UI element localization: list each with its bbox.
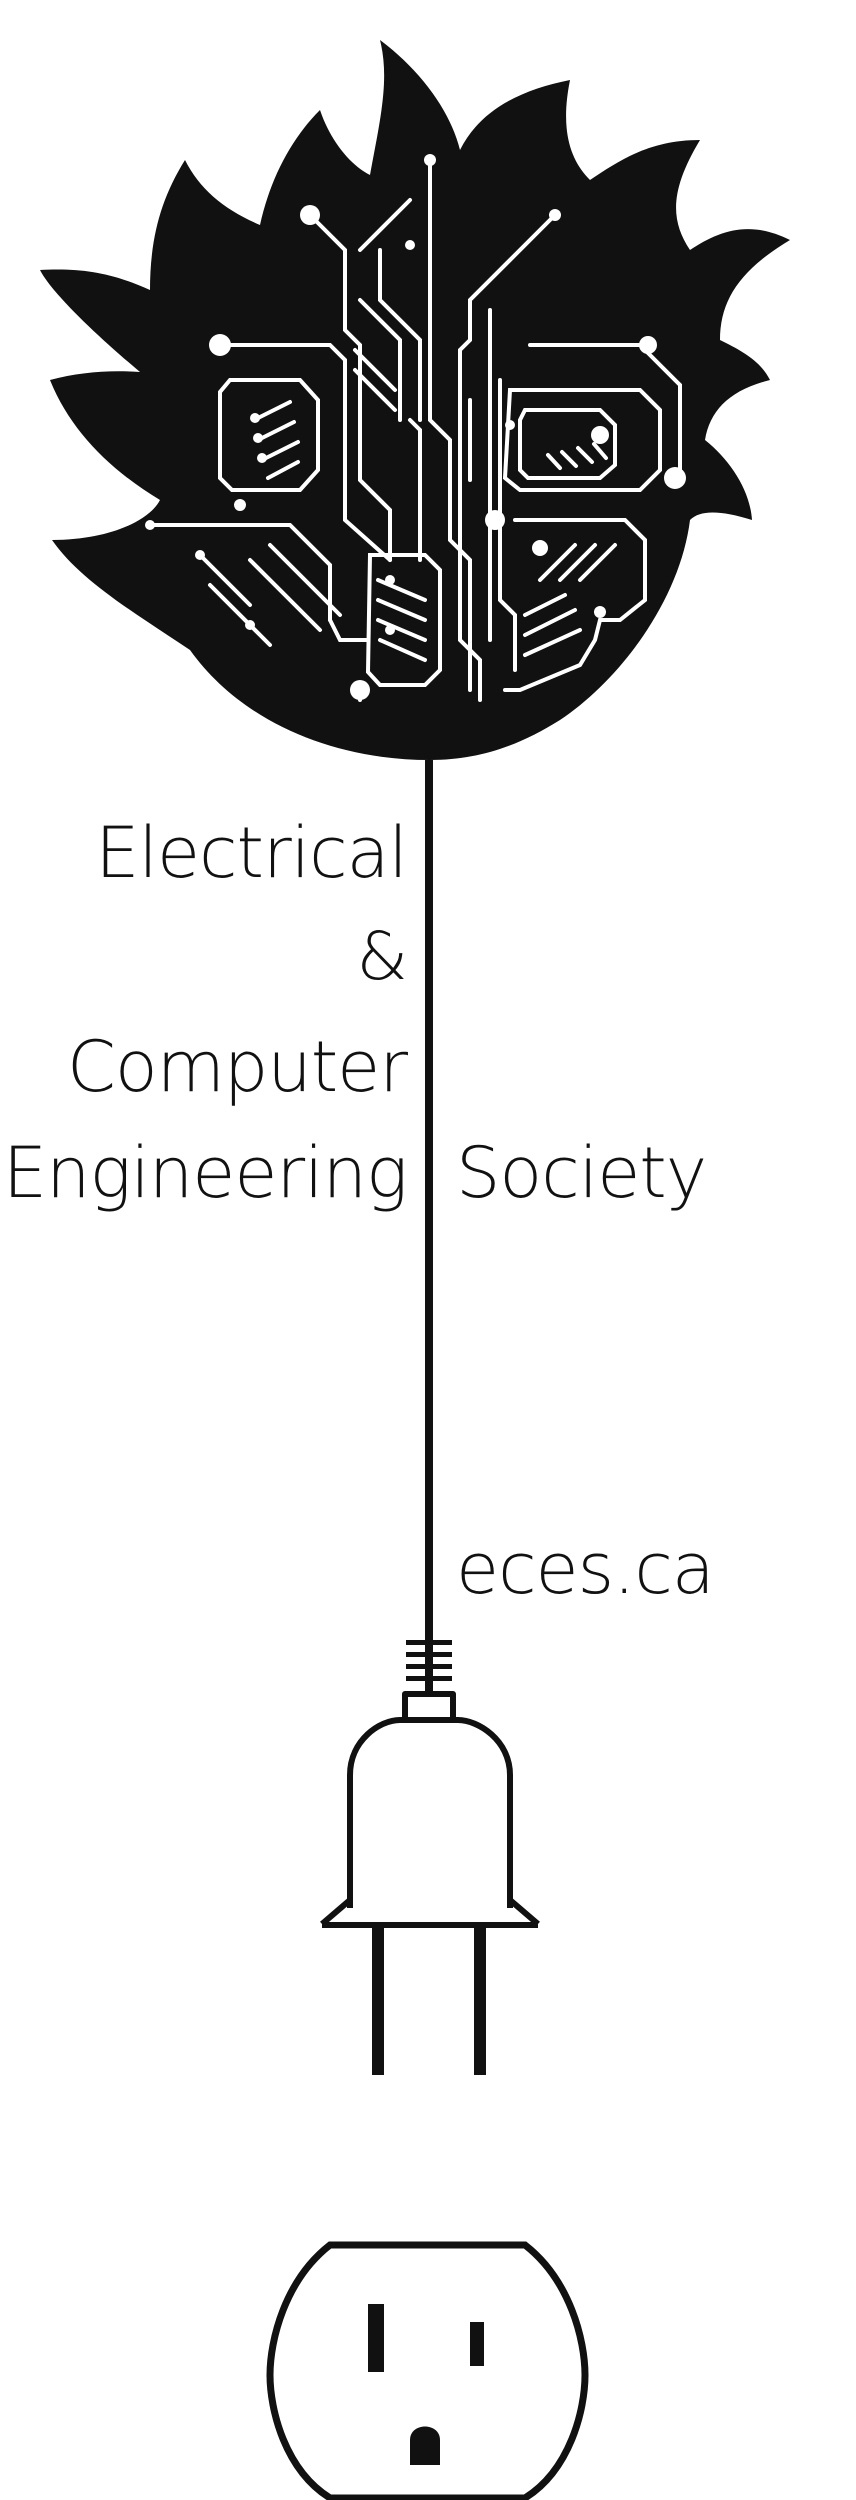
title-line-ampersand: & <box>356 918 408 995</box>
website-url: eces.ca <box>456 1528 715 1610</box>
outlet-icon <box>266 2241 589 2500</box>
title-line-society: Society <box>456 1132 707 1214</box>
title-line-engineering: Engineering <box>2 1132 408 1214</box>
plug-icon <box>320 1691 540 2075</box>
circuit-flame-logo-icon <box>40 40 790 760</box>
cord-strain-relief <box>406 1640 452 1695</box>
title-line-electrical: Electrical <box>95 812 408 894</box>
power-cord <box>425 760 433 1640</box>
title-line-computer: Computer <box>67 1026 408 1108</box>
